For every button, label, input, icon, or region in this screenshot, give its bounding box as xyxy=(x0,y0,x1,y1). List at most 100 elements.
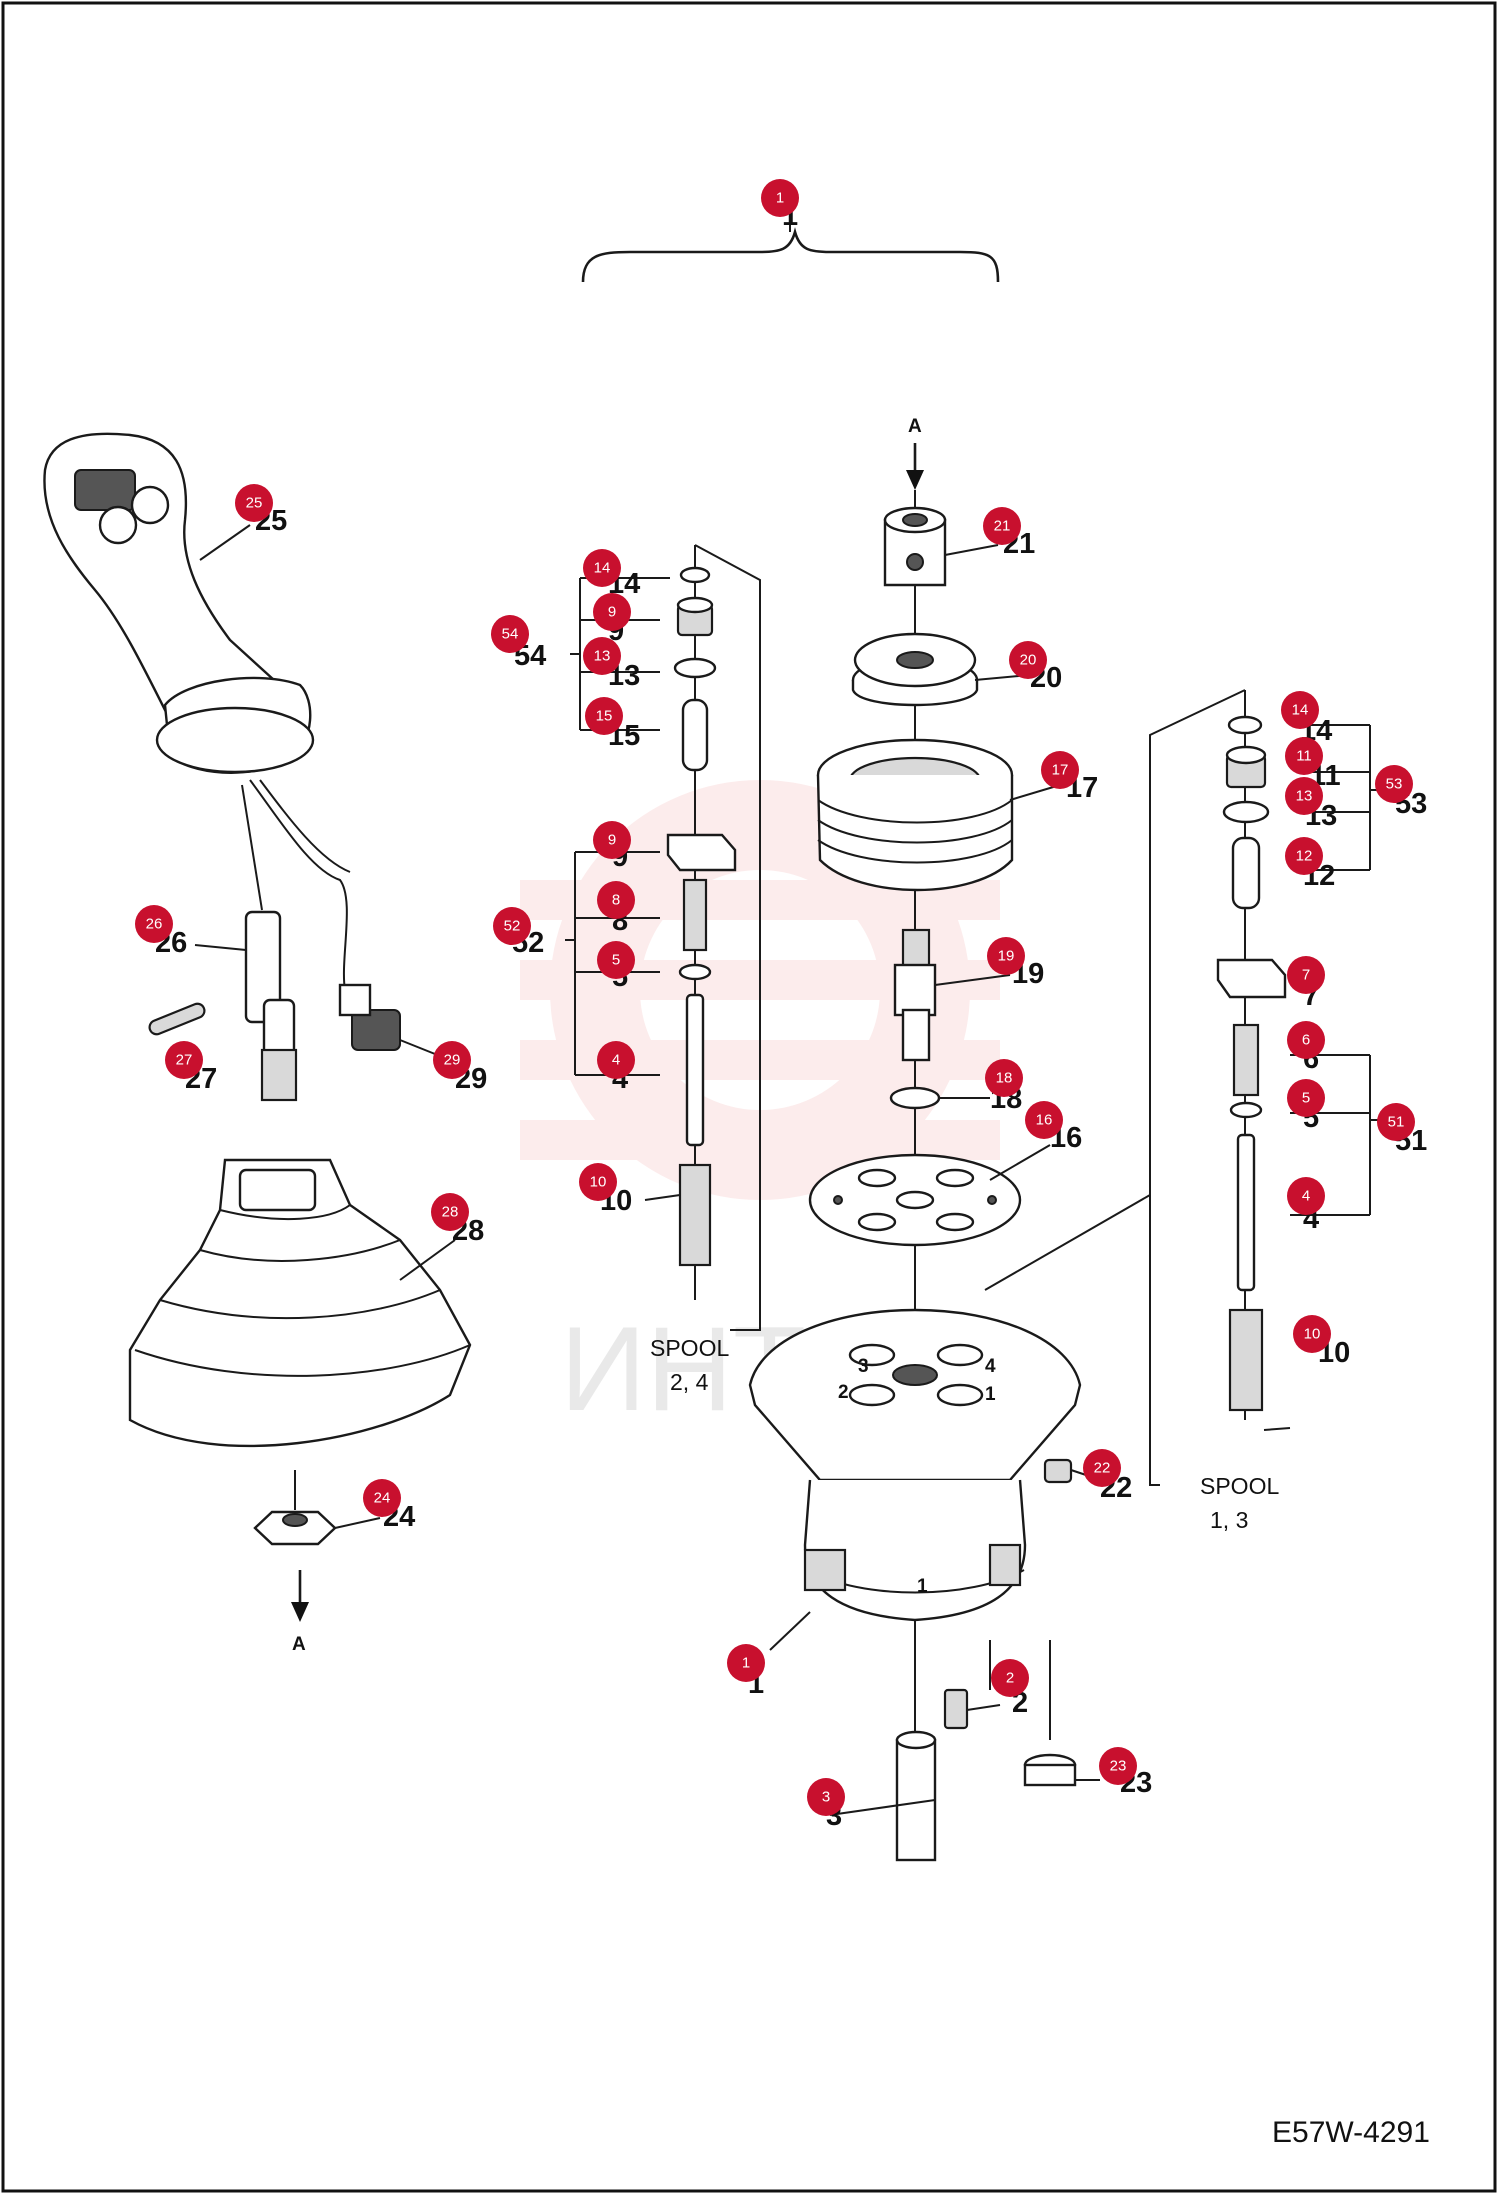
bushing-3 xyxy=(895,1730,937,1862)
seal-11 xyxy=(1225,745,1267,789)
svg-text:24: 24 xyxy=(374,1490,391,1507)
grip-cable xyxy=(249,779,348,991)
nut-21 xyxy=(883,506,947,587)
badge-16: 16 xyxy=(1025,1101,1063,1139)
plug-23 xyxy=(1023,1753,1077,1787)
svg-text:5: 5 xyxy=(612,952,620,969)
badge-20: 20 xyxy=(1009,641,1047,679)
spool-right-line1: SPOOL xyxy=(1200,1473,1279,1499)
svg-text:19: 19 xyxy=(998,948,1015,965)
badge-9-left: 9 xyxy=(593,593,631,631)
svg-text:16: 16 xyxy=(1036,1112,1053,1129)
lever-shaft-26 xyxy=(244,910,298,1102)
connector-29 xyxy=(338,983,401,1051)
svg-text:23: 23 xyxy=(1110,1758,1127,1775)
svg-text:7: 7 xyxy=(1302,967,1310,984)
guide-9 xyxy=(666,833,737,872)
badge-53: 53 xyxy=(1375,765,1413,803)
badge-7: 7 xyxy=(1287,956,1325,994)
spool-right-line2: 1, 3 xyxy=(1210,1507,1248,1533)
badge-51: 51 xyxy=(1377,1103,1415,1141)
nut-24 xyxy=(253,1510,337,1546)
svg-text:51: 51 xyxy=(1388,1114,1405,1131)
pin-27 xyxy=(148,1002,206,1036)
badge-19: 19 xyxy=(987,937,1025,975)
svg-text:11: 11 xyxy=(1296,748,1312,765)
badge-5-right: 5 xyxy=(1287,1079,1325,1117)
svg-text:22: 22 xyxy=(1094,1460,1111,1477)
seal-9-left xyxy=(676,596,714,637)
badge-25: 25 xyxy=(235,484,273,522)
svg-text:6: 6 xyxy=(1302,1032,1310,1049)
badge-14-left: 14 xyxy=(583,549,621,587)
ring-18 xyxy=(889,1086,941,1110)
boot-17 xyxy=(816,738,1014,892)
badge-23: 23 xyxy=(1099,1747,1137,1785)
svg-text:29: 29 xyxy=(444,1052,461,1069)
port-number-3: 3 xyxy=(858,1356,869,1377)
bracket-54 xyxy=(570,578,581,730)
svg-text:1: 1 xyxy=(776,190,784,207)
badge-28: 28 xyxy=(431,1193,469,1231)
badge-13-left: 13 xyxy=(583,637,621,675)
svg-text:28: 28 xyxy=(442,1204,459,1221)
svg-text:4: 4 xyxy=(612,1052,620,1069)
disc-20 xyxy=(851,632,979,707)
joystick-grip-25 xyxy=(43,432,315,774)
svg-text:2: 2 xyxy=(1006,1670,1014,1687)
plug-22 xyxy=(1043,1458,1073,1484)
grip-display-icon xyxy=(74,469,136,511)
set-screw-2 xyxy=(943,1688,969,1730)
badge-10-left: 10 xyxy=(579,1163,617,1201)
svg-text:52: 52 xyxy=(504,918,521,935)
spool-4-left xyxy=(685,993,705,1147)
svg-text:21: 21 xyxy=(994,518,1011,535)
washer-5-right xyxy=(1229,1101,1263,1119)
badge-8: 8 xyxy=(597,881,635,919)
badge-3: 3 xyxy=(807,1778,845,1816)
svg-text:5: 5 xyxy=(1302,1090,1310,1107)
port-number-4: 4 xyxy=(985,1356,996,1377)
svg-text:18: 18 xyxy=(996,1070,1013,1087)
svg-text:17: 17 xyxy=(1052,762,1069,779)
ring-14-left xyxy=(679,566,711,584)
shaft-leader xyxy=(241,784,263,911)
housing-1 xyxy=(748,1308,1082,1622)
spool-left-line2: 2, 4 xyxy=(670,1369,709,1395)
svg-text:8: 8 xyxy=(612,892,620,909)
rubber-boot-28 xyxy=(128,1158,472,1448)
svg-text:4: 4 xyxy=(1302,1188,1310,1205)
ring-14-right xyxy=(1227,715,1263,735)
svg-text:10: 10 xyxy=(590,1174,607,1191)
svg-text:10: 10 xyxy=(1304,1326,1321,1343)
plate-16 xyxy=(808,1153,1022,1247)
drawing-code: E57W-4291 xyxy=(1272,2116,1430,2149)
right-spool-guide xyxy=(1149,689,1246,1486)
oring-13-right xyxy=(1222,800,1270,824)
badge-52: 52 xyxy=(493,907,531,945)
badge-12: 12 xyxy=(1285,837,1323,875)
badge-10-right: 10 xyxy=(1293,1315,1331,1353)
svg-text:9: 9 xyxy=(608,832,616,849)
svg-text:25: 25 xyxy=(246,495,263,512)
svg-text:15: 15 xyxy=(596,708,613,725)
right-spool-link xyxy=(984,1194,1151,1291)
badge-4-left: 4 xyxy=(597,1041,635,1079)
badge-13-right: 13 xyxy=(1285,777,1323,815)
svg-text:12: 12 xyxy=(1296,848,1313,865)
svg-text:54: 54 xyxy=(502,626,519,643)
guide-7 xyxy=(1216,958,1287,999)
spring-6 xyxy=(1232,1023,1260,1097)
bracket-53 xyxy=(1369,725,1380,870)
spring-10-right xyxy=(1228,1308,1264,1412)
svg-text:26: 26 xyxy=(146,916,163,933)
badge-22: 22 xyxy=(1083,1449,1121,1487)
grip-cable-2 xyxy=(259,779,351,873)
badge-6: 6 xyxy=(1287,1021,1325,1059)
spring-8 xyxy=(682,878,708,952)
badge-26: 26 xyxy=(135,905,173,943)
badge-14-right: 14 xyxy=(1281,691,1319,729)
svg-text:27: 27 xyxy=(176,1052,193,1069)
spool-4-right xyxy=(1236,1133,1256,1292)
